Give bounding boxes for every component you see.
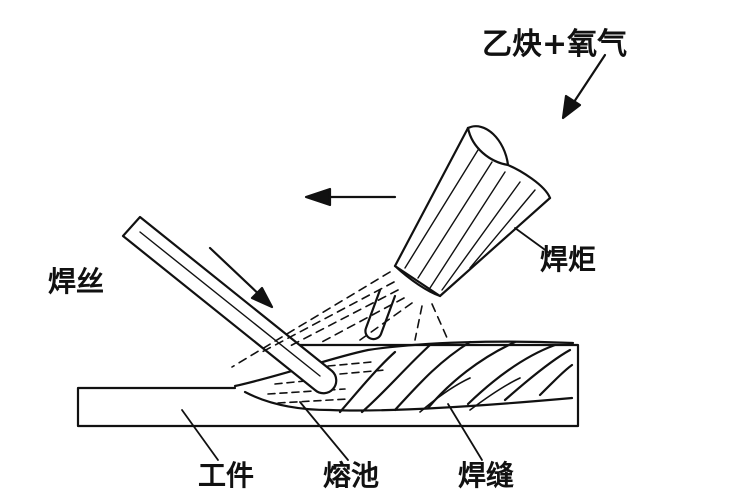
workpiece-label: 工件 <box>198 459 255 492</box>
leader-workpiece <box>181 409 219 461</box>
molten-pool-label: 熔池 <box>323 459 380 492</box>
torch-label: 焊炬 <box>540 243 597 276</box>
leader-torch <box>514 227 549 253</box>
inner-flame-core <box>364 288 397 341</box>
leader-lines <box>181 227 549 461</box>
gas-inflow-arrow <box>561 53 607 120</box>
leader-molten-pool <box>299 401 349 461</box>
filler-wire-rod <box>121 215 338 395</box>
weld-seam <box>233 340 575 414</box>
gas-label: 乙炔+氧气 <box>482 27 628 62</box>
weld-seam-label: 焊缝 <box>458 459 515 492</box>
workpiece-plate <box>76 343 580 428</box>
wire-feed-arrow <box>208 246 274 309</box>
flame-cone <box>231 271 449 368</box>
welding-direction-arrow <box>304 187 397 207</box>
filler-wire-label: 焊丝 <box>48 265 105 298</box>
leader-weld-seam <box>447 403 483 461</box>
welding-torch <box>393 125 552 298</box>
